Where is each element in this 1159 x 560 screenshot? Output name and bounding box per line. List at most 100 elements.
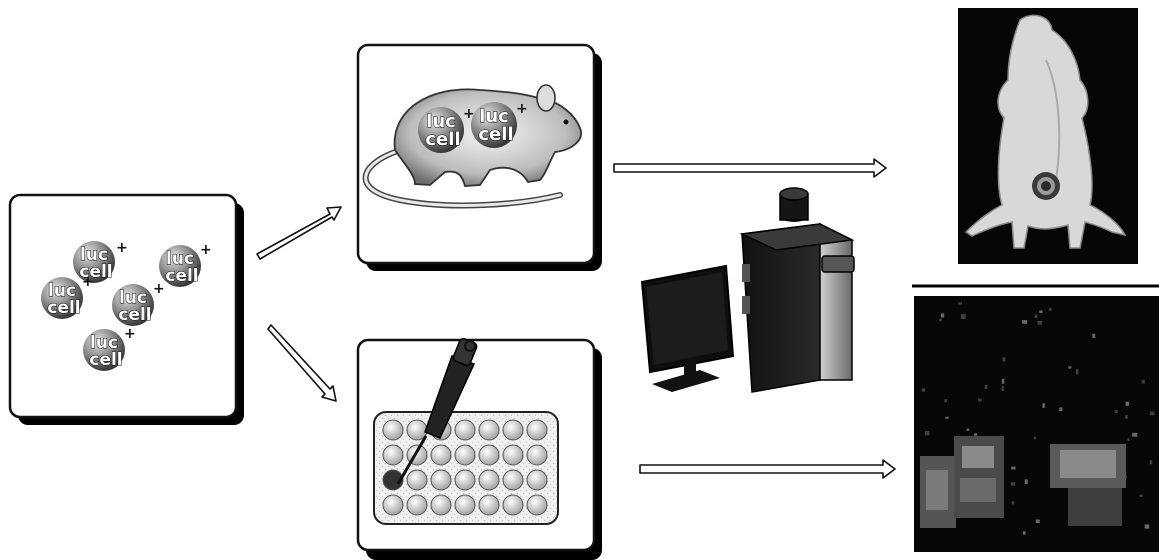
cell-label-bottom: cell [118,305,151,325]
well-plate [373,411,559,525]
luc-cell: luc cell + [471,101,528,148]
noise-speckle [1114,410,1118,413]
noise-speckle [1068,366,1072,369]
cell-label-top: luc [426,111,456,132]
monitor-icon [640,264,735,392]
noise-speckle [940,313,945,318]
well-grid [382,419,548,516]
cell-sphere [83,329,125,371]
cell-plus-sign: + [200,242,212,258]
pipette-icon [396,337,478,485]
noise-speckle [1011,501,1015,505]
plate-well [526,469,548,491]
noise-speckle [1149,411,1155,416]
noise-speckle [1024,479,1028,485]
noise-speckle [1033,436,1037,440]
plate-well [478,469,500,491]
noise-speckle [1075,369,1079,375]
luc-cell: luc cell + [73,240,128,283]
plate-well [478,444,500,466]
noise-speckle [960,314,966,319]
cell-label-top: luc [48,281,76,301]
plate-well [430,469,452,491]
cell-label-top: luc [90,333,118,353]
plate-well [430,494,452,516]
plate-well [454,419,476,441]
noise-speckle [1010,482,1016,486]
signal-cluster-left [920,436,1004,528]
noise-speckle [1125,401,1130,406]
noise-speckle [1002,357,1006,362]
noise-speckle [1127,438,1130,441]
noise-speckle [984,384,988,390]
luc-cell: luc cell + [83,326,136,371]
plate-well [502,444,524,466]
noise-speckle [1149,460,1153,465]
noise-speckle [1125,414,1128,419]
cell-label-bottom: cell [47,298,80,318]
cell-label-bottom: cell [89,350,122,370]
signal-cluster-right [1050,444,1126,526]
plate-well [382,419,404,441]
cell-plus-sign: + [116,240,128,256]
cell-label-bottom: cell [425,129,460,150]
in-vivo-bioluminescence-image [958,8,1138,264]
cell-plus-sign: + [153,281,165,297]
noise-speckle [1001,379,1005,384]
plate-well [406,469,428,491]
luc-cell: luc cell + [41,274,94,319]
plate-well [502,469,524,491]
plate-well [454,469,476,491]
cell-sphere [41,277,83,319]
noise-speckle [958,302,963,305]
noise-speckle [924,430,930,436]
noise-speckle [1092,333,1096,338]
plate-well [406,494,428,516]
noise-speckle [921,388,926,392]
plate-well [430,444,452,466]
cell-sphere [112,284,154,326]
plate-well [382,469,404,491]
cell-label-bottom: cell [478,124,513,145]
plate-well [502,494,524,516]
noise-speckle [1144,524,1150,529]
cell-label-top: luc [119,288,147,308]
cell-plus-sign: + [516,101,528,117]
plate-well [478,494,500,516]
cell-sphere [159,245,201,287]
imaging-cabinet-icon [739,187,855,393]
noise-speckle [939,318,942,322]
cell-sphere [73,241,115,283]
in-vitro-bioluminescence-image [914,296,1159,552]
plate-well [382,494,404,516]
cell-label-top: luc [479,106,509,127]
noise-speckle [978,398,982,402]
noise-speckle [1022,320,1028,324]
cell-label-top: luc [80,245,108,265]
noise-speckle [1023,531,1026,535]
plate-well [382,444,404,466]
plate-well [454,494,476,516]
luc-cell: luc cell + [418,106,475,153]
cell-plus-sign: + [82,274,94,290]
noise-speckle [1132,432,1138,437]
arrow-to-plate-image [639,459,896,479]
noise-speckle [1039,310,1043,313]
cell-label-top: luc [166,249,194,269]
cell-sphere [471,102,517,148]
noise-speckle [944,399,947,403]
arrow-to-plate-panel [267,324,337,402]
noise-speckle [1059,407,1063,412]
cell-label-bottom: cell [165,266,198,286]
plate-well [526,494,548,516]
cell-sphere [418,107,464,153]
noise-speckle [973,433,977,436]
noise-speckle [966,428,970,431]
noise-speckle [1011,466,1016,470]
noise-speckle [1034,314,1038,318]
plate-well [454,444,476,466]
noise-speckle [1042,403,1045,408]
arrow-to-mouse-image [613,158,887,178]
cell-plus-sign: + [124,326,136,342]
